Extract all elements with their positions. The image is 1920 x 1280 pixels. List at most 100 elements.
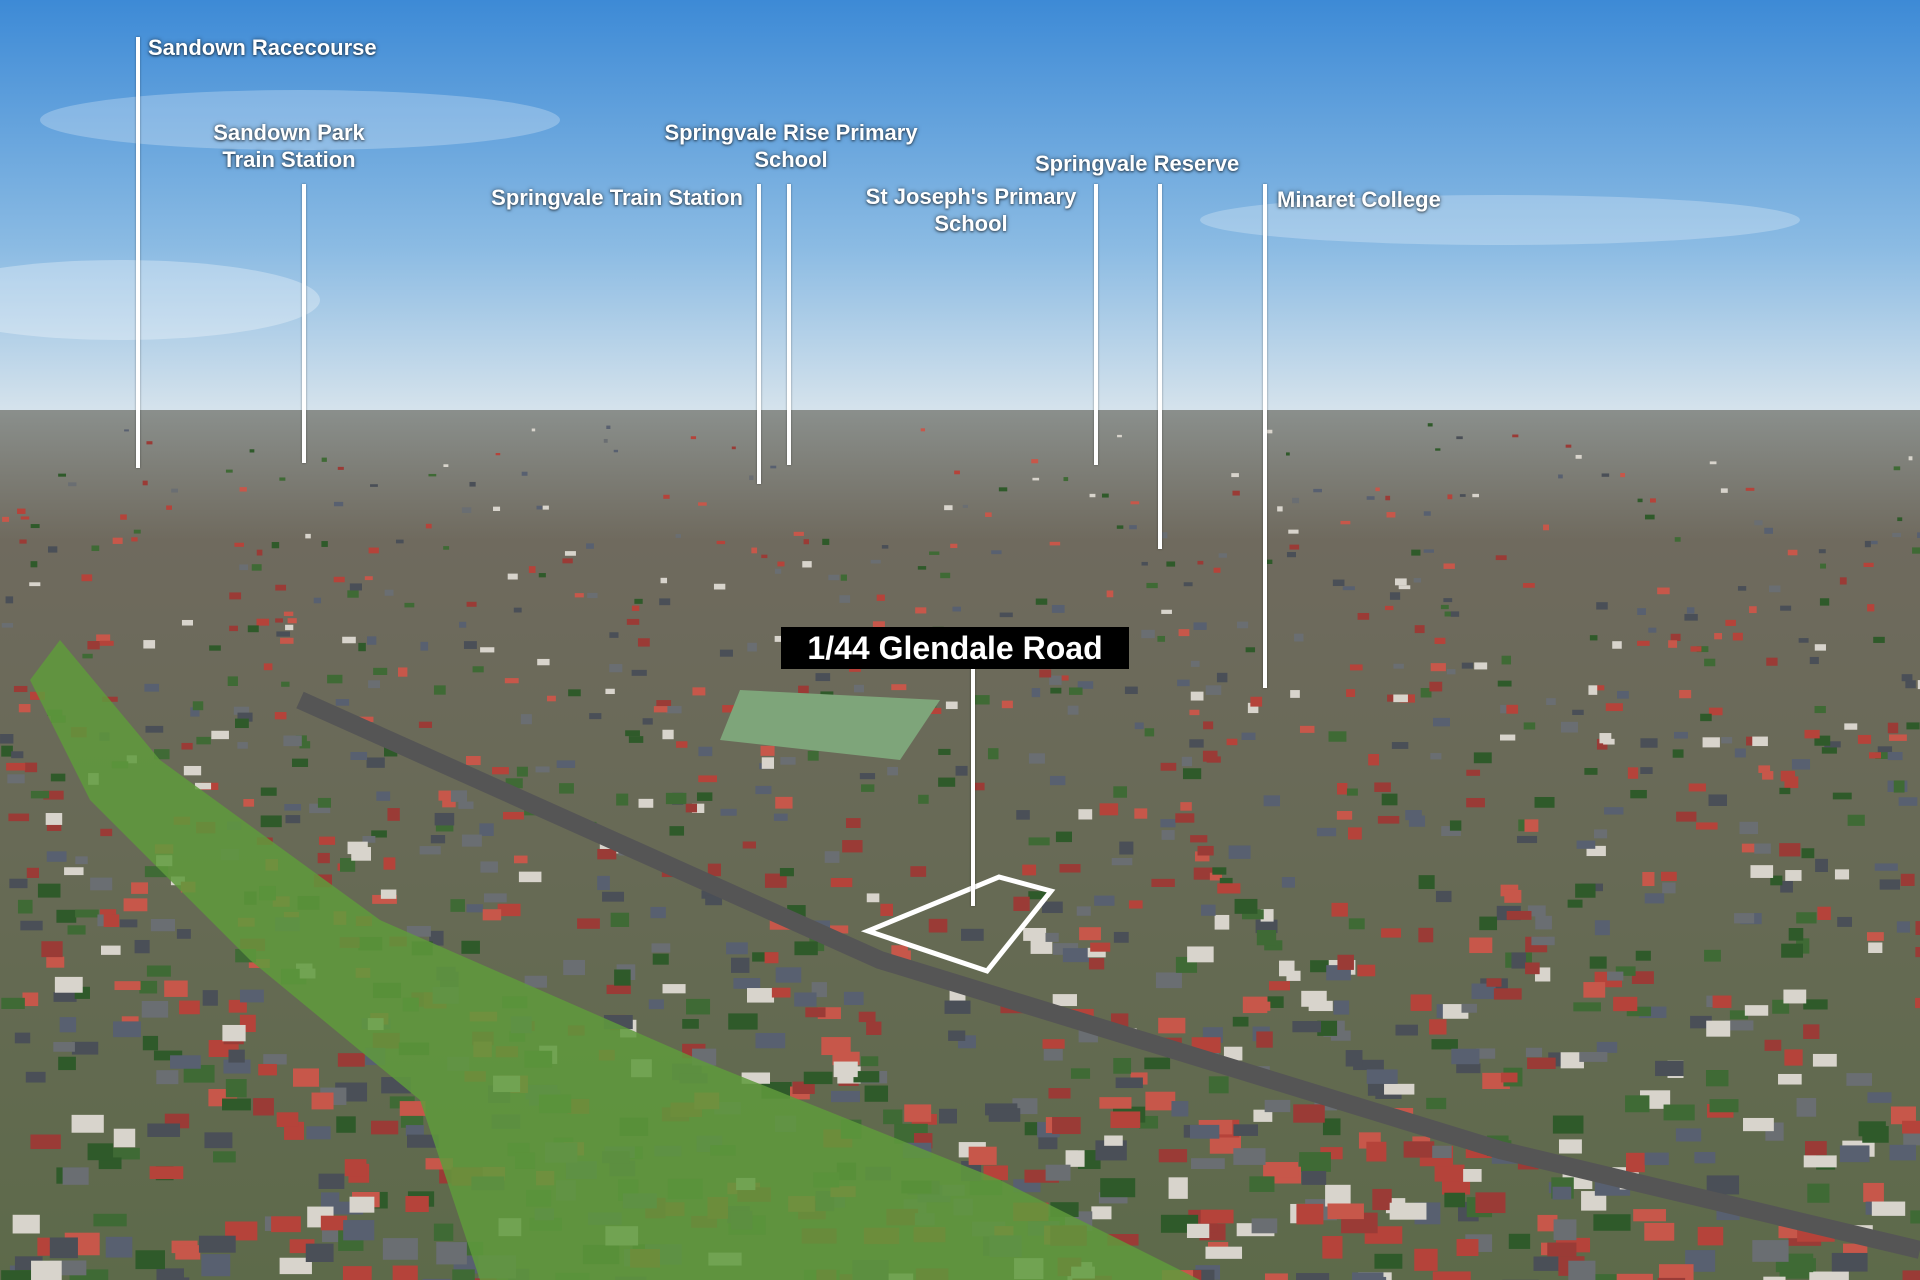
house-roof (669, 826, 685, 836)
house-roof (13, 685, 28, 693)
green-corridor (30, 640, 1200, 1280)
house-roof (359, 716, 374, 722)
house-roof (443, 464, 449, 468)
house-roof (764, 873, 787, 888)
house-roof (999, 612, 1013, 618)
house-roof (1546, 698, 1556, 706)
house-roof (1915, 921, 1920, 935)
house-roof (6, 762, 26, 771)
house-roof (1263, 1162, 1299, 1178)
house-roof (1506, 704, 1519, 714)
house-roof (1241, 909, 1264, 920)
label-line: School (754, 147, 828, 172)
house-roof (46, 956, 65, 968)
house-roof (770, 465, 777, 469)
house-roof (1601, 473, 1610, 477)
house-roof (1535, 915, 1552, 930)
house-roof (276, 631, 291, 637)
house-roof (1264, 940, 1283, 951)
house-roof (535, 766, 550, 773)
house-roof (1674, 731, 1688, 739)
house-roof (1714, 633, 1723, 640)
house-roof (1695, 822, 1718, 830)
house-roof (1537, 1214, 1558, 1232)
house-roof (1180, 802, 1192, 811)
house-roof (663, 494, 670, 499)
house-roof (1867, 604, 1875, 612)
house-roof (843, 991, 864, 1006)
house-roof (249, 449, 255, 453)
house-roof (609, 664, 623, 673)
house-roof (798, 685, 809, 694)
house-roof (505, 778, 523, 789)
house-roof (556, 760, 576, 768)
house-roof (520, 714, 532, 725)
house-roof (1374, 782, 1391, 792)
house-roof (1228, 845, 1251, 859)
house-roof (1395, 1024, 1418, 1036)
house-roof (1028, 837, 1050, 846)
house-roof (1879, 879, 1901, 890)
house-roof (1704, 949, 1721, 962)
house-roof (343, 1220, 375, 1241)
house-roof (1375, 487, 1380, 492)
house-roof (1158, 1017, 1186, 1034)
house-roof (327, 674, 343, 684)
house-roof (991, 550, 1002, 555)
house-roof (349, 583, 362, 591)
house-roof (1045, 1164, 1071, 1181)
house-roof (275, 584, 287, 591)
house-roof (1888, 734, 1907, 741)
house-roof (1543, 524, 1550, 531)
house-roof (1013, 896, 1030, 911)
house-roof (1500, 1072, 1518, 1083)
house-roof (480, 861, 498, 873)
house-roof (1144, 728, 1155, 737)
house-roof (142, 480, 148, 486)
house-roof (371, 830, 387, 838)
house-roof (1151, 878, 1175, 888)
house-roof (1076, 906, 1091, 916)
house-roof (50, 773, 66, 782)
house-roof (701, 890, 719, 899)
house-roof (1197, 560, 1204, 565)
house-roof (407, 1134, 439, 1148)
label-line: School (934, 211, 1008, 236)
house-roof (1129, 525, 1137, 530)
house-roof (58, 473, 67, 477)
house-roof (1384, 605, 1394, 611)
house-roof (102, 696, 118, 702)
house-roof (1575, 454, 1582, 459)
house-roof (507, 573, 518, 580)
house-roof (1208, 1076, 1229, 1094)
house-roof (1586, 845, 1606, 857)
house-roof (350, 751, 368, 760)
house-roof (29, 582, 41, 587)
house-roof (225, 1221, 258, 1241)
house-roof (1055, 675, 1069, 681)
house-roof (1508, 1233, 1531, 1249)
house-roof (1700, 713, 1712, 722)
house-roof (1042, 1039, 1065, 1049)
house-roof (82, 653, 93, 659)
house-roof (915, 607, 927, 614)
house-roof (1049, 775, 1066, 786)
house-roof (347, 590, 359, 598)
house-roof (406, 925, 431, 937)
house-roof (1418, 927, 1434, 943)
house-roof (1253, 1109, 1273, 1122)
house-roof (1721, 737, 1733, 744)
house-roof (1871, 540, 1878, 545)
house-roof (794, 992, 817, 1007)
house-roof (91, 545, 100, 552)
house-roof (320, 1215, 348, 1231)
house-roof (1633, 1209, 1666, 1222)
house-roof (864, 1085, 889, 1102)
house-roof (606, 984, 631, 995)
house-roof (285, 815, 301, 824)
house-roof (1423, 549, 1434, 553)
house-roof (780, 757, 796, 765)
house-roof (1277, 506, 1283, 512)
house-roof (1134, 808, 1148, 819)
house-roof (1447, 494, 1453, 500)
